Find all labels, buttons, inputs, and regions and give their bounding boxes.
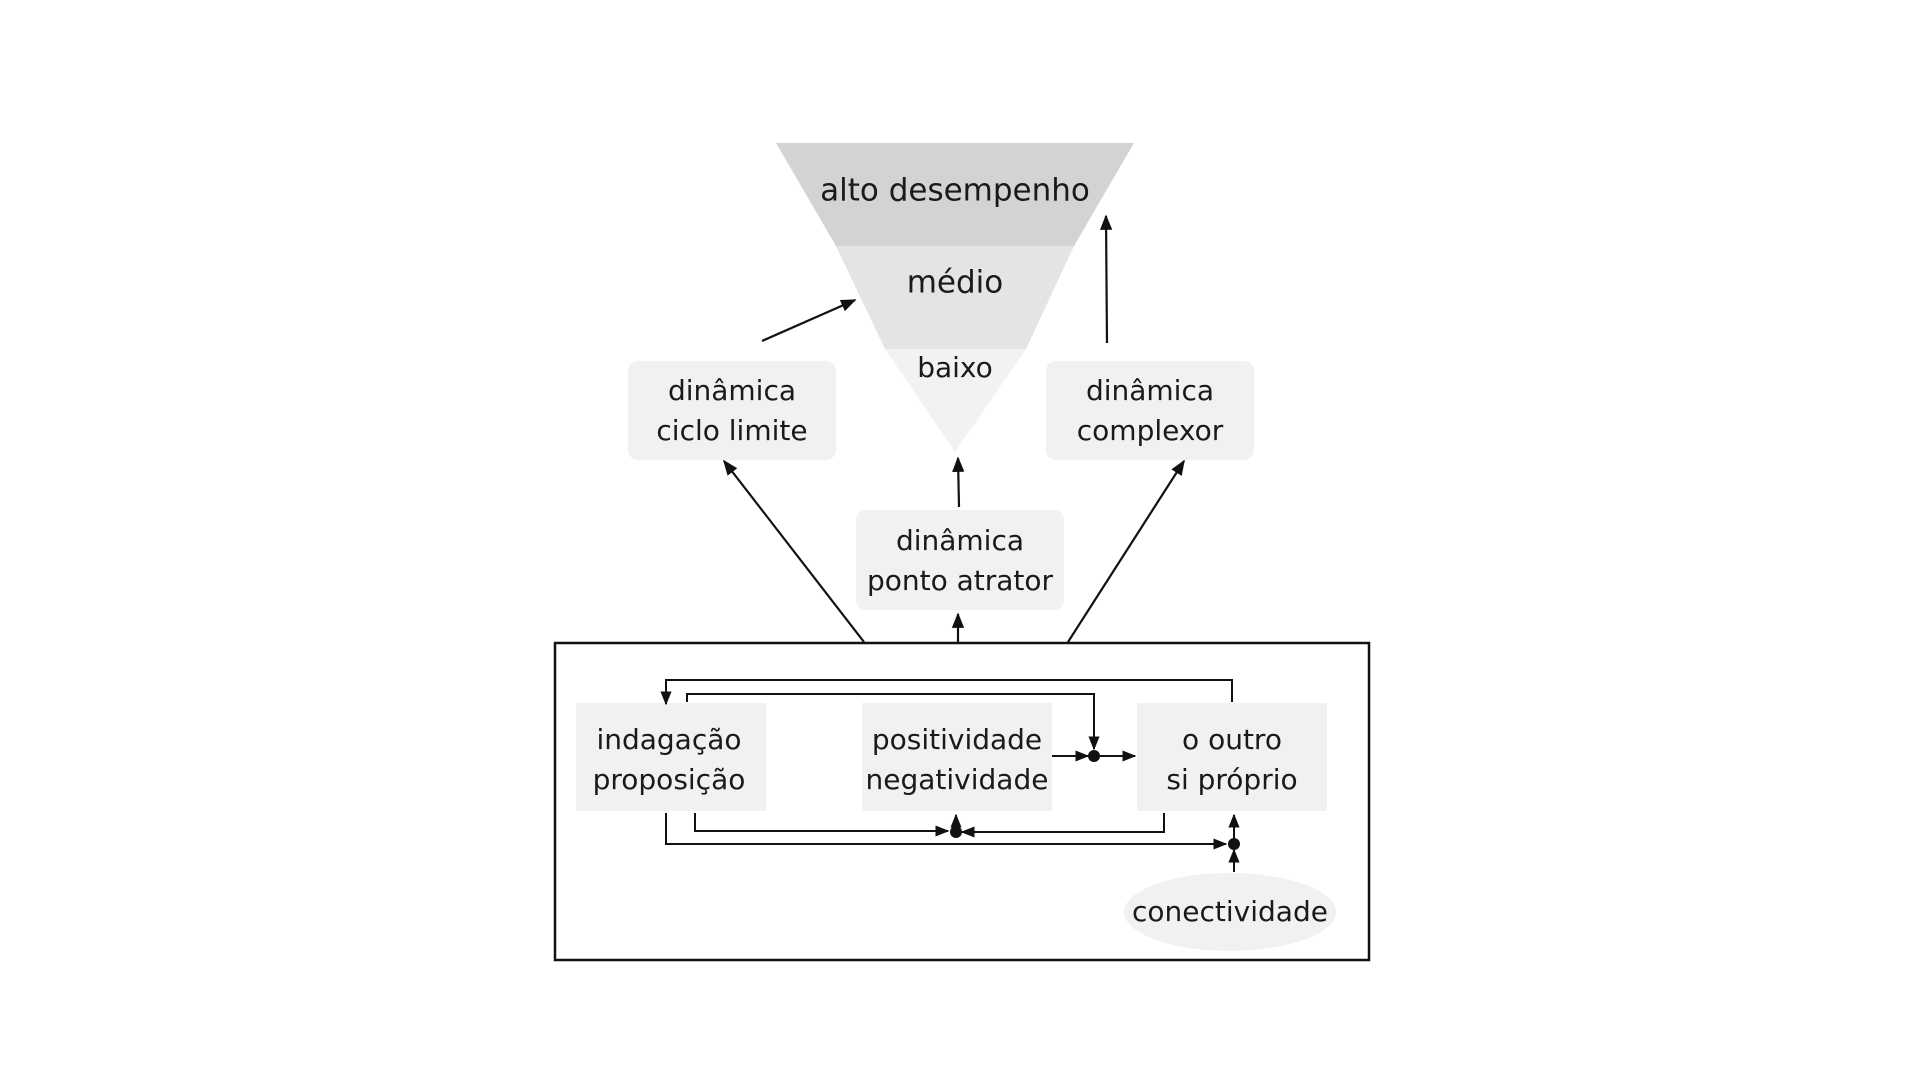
system-connectors bbox=[660, 679, 1240, 872]
arrow-attractor-to-low bbox=[952, 456, 965, 508]
point-attractor-box bbox=[856, 510, 1064, 610]
tier-low bbox=[885, 349, 1026, 452]
complexor-line-1: dinâmica bbox=[1086, 374, 1214, 407]
connector-inquiry-to-junction bbox=[686, 693, 1100, 751]
junction-dot-right bbox=[1228, 838, 1240, 850]
complexor-box bbox=[1046, 361, 1254, 460]
tier-high-label: alto desempenho bbox=[820, 173, 1090, 209]
junction-dot-top bbox=[1088, 750, 1100, 762]
tier-low-label: baixo bbox=[917, 351, 993, 384]
inquiry-line-2: proposição bbox=[593, 763, 746, 796]
tier-high bbox=[776, 143, 1134, 246]
dynamics-arrows bbox=[723, 214, 1185, 643]
positivity-line-2: negatividade bbox=[866, 763, 1049, 796]
connector-inquiry-to-lower-junction bbox=[694, 813, 950, 837]
point-attractor-line-1: dinâmica bbox=[896, 524, 1024, 557]
connector-inquiry-to-right-junction bbox=[665, 813, 1228, 850]
connectivity-label: conectividade bbox=[1132, 895, 1328, 928]
limit-cycle-line-1: dinâmica bbox=[668, 374, 796, 407]
inquiry-box bbox=[576, 703, 766, 811]
inquiry-line-1: indagação bbox=[596, 723, 741, 756]
arrow-limit-cycle-to-medium bbox=[761, 298, 857, 343]
limit-cycle-line-2: ciclo limite bbox=[656, 414, 807, 447]
point-attractor-line-2: ponto atrator bbox=[867, 564, 1054, 597]
other-box bbox=[1137, 703, 1327, 811]
junction-dot-lower bbox=[950, 826, 962, 838]
system-frame bbox=[553, 641, 1371, 962]
connectivity-ellipse bbox=[1124, 873, 1336, 951]
other-line-1: o outro bbox=[1182, 723, 1282, 756]
connector-other-to-lower-junction bbox=[960, 813, 1165, 838]
other-line-2: si próprio bbox=[1166, 763, 1297, 796]
positivity-box bbox=[862, 703, 1052, 811]
positivity-line-1: positividade bbox=[872, 723, 1042, 756]
arrow-system-to-limit-cycle bbox=[723, 459, 865, 643]
tier-medium bbox=[836, 246, 1074, 349]
connector-other-to-inquiry bbox=[660, 679, 1233, 706]
complexor-line-2: complexor bbox=[1077, 414, 1224, 447]
arrow-complexor-to-high bbox=[1099, 214, 1113, 344]
arrow-system-to-complexor bbox=[1067, 459, 1185, 643]
tier-medium-label: médio bbox=[907, 265, 1004, 301]
limit-cycle-box bbox=[628, 361, 836, 460]
